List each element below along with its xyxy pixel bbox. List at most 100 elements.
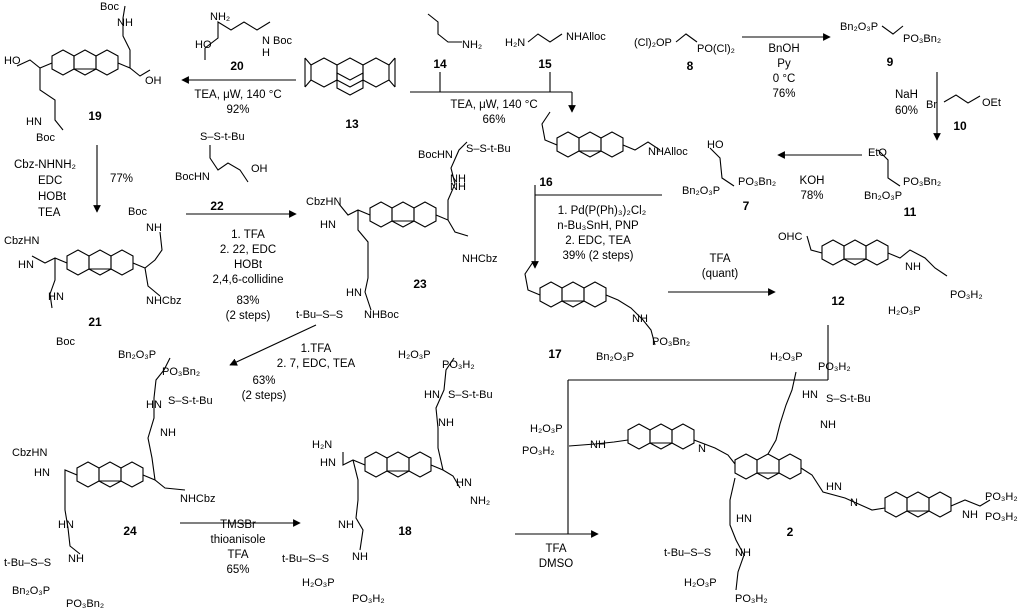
- structure-15: [527, 33, 563, 43]
- label: H: [262, 47, 270, 59]
- condition-text: Cbz-NHNH₂: [14, 159, 76, 171]
- condition-text: 92%: [226, 104, 249, 116]
- label: HO: [195, 39, 212, 51]
- label: NH: [820, 419, 836, 431]
- label: H₂O₃P: [530, 423, 563, 435]
- label: Boc: [56, 336, 75, 348]
- condition-text: 1. TFA: [231, 229, 265, 241]
- label: NH₂: [210, 11, 230, 23]
- label: NHAlloc: [648, 146, 688, 158]
- compound-15: 15: [538, 57, 552, 71]
- compound-12: 12: [831, 294, 845, 308]
- label: PO₃H₂: [985, 491, 1018, 503]
- label: Bn₂O₃P: [682, 185, 720, 197]
- reaction-conditions: TEA, μW, 140 °C 92% TEA, μW, 140 °C 66% …: [14, 43, 918, 576]
- label: H₂O₃P: [888, 305, 921, 317]
- condition-text: n-Bu₃SnH, PNP: [557, 220, 639, 232]
- label: NHCbz: [146, 295, 181, 307]
- label: H₂O₃P: [684, 577, 717, 589]
- condition-text: 65%: [226, 564, 249, 576]
- label: HN: [424, 389, 440, 401]
- label: S–S-t-Bu: [168, 395, 213, 407]
- condition-text: TEA, μW, 140 °C: [194, 89, 281, 101]
- compound-14: 14: [433, 57, 447, 71]
- structure-13: [304, 57, 396, 96]
- label: H₂O₃P: [770, 351, 803, 363]
- condition-text: Py: [777, 58, 791, 70]
- label: NH: [450, 181, 466, 193]
- condition-text: TFA: [709, 253, 730, 265]
- condition-text: thioanisole: [211, 534, 266, 546]
- label: S–S-t-Bu: [448, 389, 493, 401]
- structure-12: [806, 235, 948, 277]
- label: NH: [338, 519, 354, 531]
- label: S–S-t-Bu: [826, 393, 871, 405]
- label: t-Bu–S–S: [4, 557, 51, 569]
- label: t-Bu–S–S: [664, 547, 711, 559]
- condition-text: 63%: [252, 375, 275, 387]
- condition-text: 76%: [772, 88, 795, 100]
- compound-16: 16: [539, 175, 553, 189]
- condition-text: 39% (2 steps): [563, 250, 634, 262]
- label: N Boc: [262, 35, 292, 47]
- label: Bn₂O₃P: [118, 349, 156, 361]
- structure-21: [31, 231, 163, 309]
- condition-text: 77%: [110, 173, 133, 185]
- label: HO: [4, 55, 21, 67]
- label: NH: [146, 222, 162, 234]
- compound-17: 17: [548, 347, 562, 361]
- label: Boc: [100, 1, 119, 13]
- structure-10: [943, 94, 981, 104]
- condition-text: (quant): [702, 268, 739, 280]
- condition-text: HOBt: [234, 259, 263, 271]
- label: HN: [802, 389, 818, 401]
- label: PO₃Bn₂: [903, 176, 941, 188]
- label: NHCbz: [462, 253, 497, 265]
- compound-8: 8: [687, 59, 694, 73]
- condition-text: 1. Pd(P(Ph)₃)₂Cl₂: [558, 205, 646, 217]
- label: Bn₂O₃P: [12, 585, 50, 597]
- label: NH: [117, 17, 133, 29]
- label: NH₂: [470, 495, 490, 507]
- condition-text: 66%: [482, 114, 505, 126]
- label: OHC: [778, 231, 803, 243]
- label: BocHN: [418, 149, 453, 161]
- compound-10: 10: [953, 119, 967, 133]
- label: NH: [450, 173, 466, 185]
- label: S–S-t-Bu: [466, 143, 511, 155]
- structure-18: [342, 357, 461, 551]
- label: NH: [590, 439, 606, 451]
- label: NH: [438, 417, 454, 429]
- structure-11: [877, 149, 901, 187]
- label: PO(Cl)₂: [697, 43, 735, 55]
- label: NH₂: [462, 39, 482, 51]
- structure-20: [204, 21, 271, 60]
- condition-text: (2 steps): [226, 310, 271, 322]
- label: OH: [145, 75, 162, 87]
- structure-22: [209, 145, 249, 183]
- compound-18: 18: [398, 524, 412, 538]
- label: CbzHN: [306, 196, 342, 208]
- label: Boc: [128, 206, 147, 218]
- compound-7: 7: [743, 199, 750, 213]
- label: HN: [826, 481, 842, 493]
- label: HN: [58, 519, 74, 531]
- label: HN: [320, 219, 336, 231]
- condition-text: TFA: [545, 543, 566, 555]
- label: NH: [962, 509, 978, 521]
- label: H₂N: [505, 37, 525, 49]
- label: H₂O₃P: [398, 349, 431, 361]
- label: NHBoc: [364, 309, 399, 321]
- label: HN: [346, 287, 362, 299]
- condition-text: KOH: [800, 175, 825, 187]
- label: PO₃H₂: [985, 511, 1018, 523]
- label: Bn₂O₃P: [864, 190, 902, 202]
- label: BocHN: [175, 171, 210, 183]
- condition-text: 2,4,6-collidine: [213, 274, 284, 286]
- condition-text: TEA: [38, 207, 61, 219]
- compound-20: 20: [230, 59, 244, 73]
- condition-text: 83%: [236, 295, 259, 307]
- label: N: [698, 443, 706, 455]
- label: PO₃H₂: [352, 593, 385, 605]
